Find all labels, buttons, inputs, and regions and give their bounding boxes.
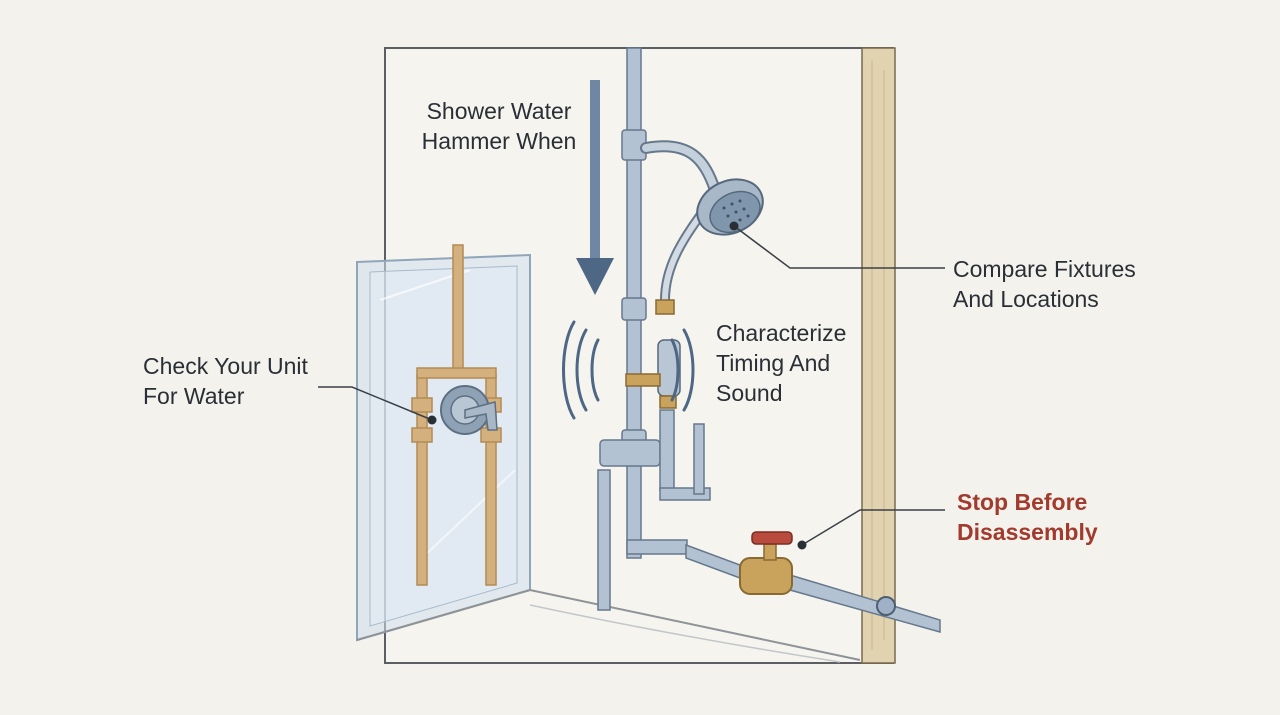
label-characterize-timing: Characterize Timing And Sound <box>716 318 846 408</box>
label-line: Compare Fixtures <box>953 256 1136 282</box>
wood-stud <box>861 47 896 664</box>
label-compare-fixtures: Compare Fixtures And Locations <box>953 254 1136 314</box>
label-line: Shower Water <box>426 98 572 124</box>
down-arrow-icon <box>576 80 614 295</box>
label-shower-water-hammer: Shower Water Hammer When <box>419 96 579 156</box>
shutoff-valve <box>739 531 793 595</box>
glass-enclosure <box>356 253 531 642</box>
label-stop-before-disassembly: Stop Before Disassembly <box>957 487 1098 547</box>
label-line: Stop Before <box>957 489 1088 515</box>
bathtub-edge <box>356 588 861 661</box>
inline-filter <box>625 299 681 409</box>
mixing-valve <box>440 385 498 435</box>
lower-pipes <box>597 409 941 633</box>
label-line: For Water <box>143 383 245 409</box>
sound-wave-icon <box>562 320 695 420</box>
label-line: Hammer When <box>421 128 577 154</box>
label-line: And Locations <box>953 286 1099 312</box>
leader-lines <box>318 225 945 546</box>
main-riser-pipe <box>621 47 647 559</box>
leader-dot-stop <box>797 540 807 550</box>
wall-escutcheon <box>876 596 896 616</box>
shower-head-assembly <box>640 140 764 305</box>
label-check-unit: Check Your Unit For Water <box>143 351 308 411</box>
leader-dot-unit <box>427 415 437 425</box>
label-line: Characterize <box>716 320 847 346</box>
label-line: Check Your Unit <box>143 353 308 379</box>
leader-dot-fixtures <box>729 221 739 231</box>
label-line: Timing And <box>716 350 831 376</box>
label-line: Disassembly <box>957 519 1098 545</box>
label-line: Sound <box>716 380 783 406</box>
